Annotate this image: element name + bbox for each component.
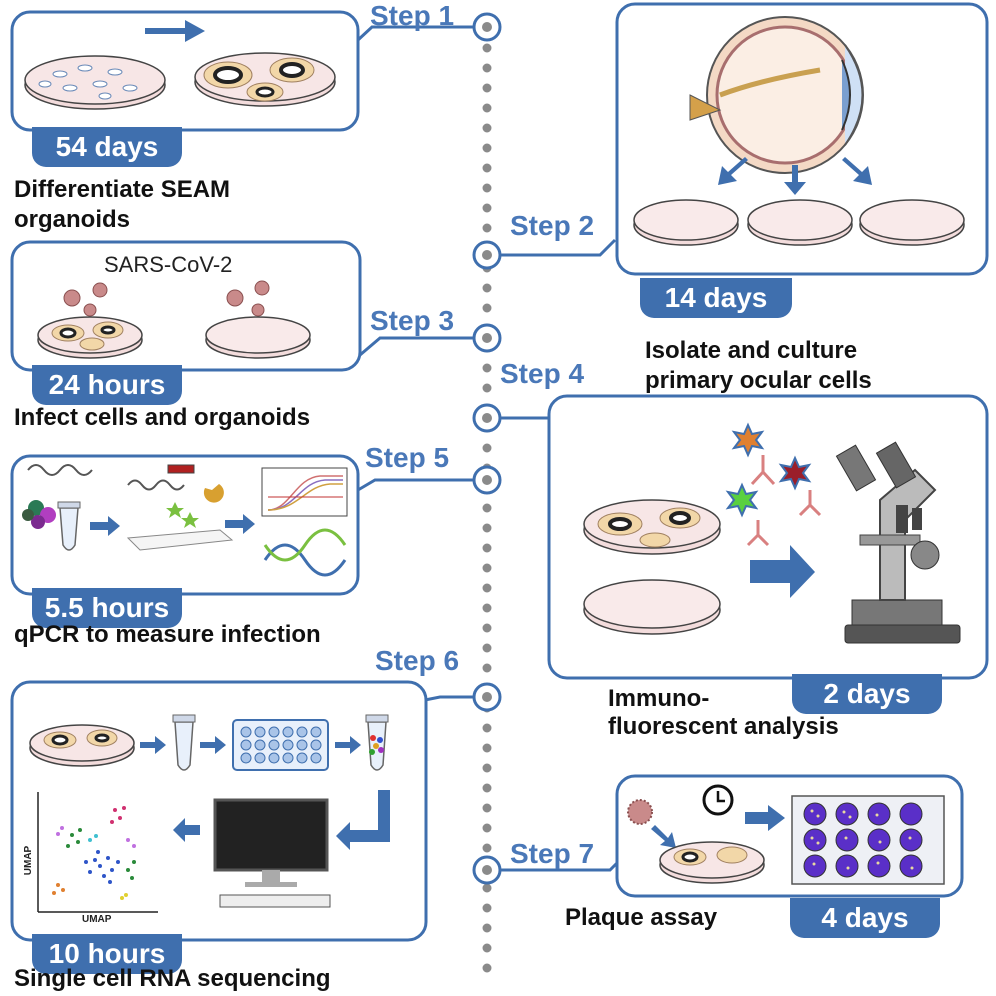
virus-label: SARS-CoV-2 xyxy=(104,252,233,277)
plaque-plate xyxy=(791,795,945,885)
computer-monitor-icon xyxy=(213,798,331,908)
rna-strand xyxy=(27,464,93,476)
tube-icon-2 xyxy=(172,714,196,771)
tube-icon xyxy=(57,501,81,551)
duration-tag-step1: 54 days xyxy=(32,127,182,167)
tube-icon-3 xyxy=(365,714,389,771)
umap-plot xyxy=(37,792,158,913)
virus-icon xyxy=(627,799,653,825)
step-3-label: Step 3 xyxy=(370,305,455,336)
step-1-label: Step 1 xyxy=(370,0,455,31)
microscope-icon xyxy=(835,441,961,644)
duration-tag-step6: 10 hours xyxy=(32,934,182,974)
step-2-label: Step 2 xyxy=(510,210,595,241)
step2-description-line2: primary ocular cells xyxy=(645,367,872,394)
step-4-label: Step 4 xyxy=(500,358,585,389)
step6-description: Single cell RNA sequencing xyxy=(14,965,331,992)
dna-helix-icon xyxy=(263,528,347,577)
eye-arrows xyxy=(718,157,872,195)
seq-dish xyxy=(29,724,135,767)
step1-arrow xyxy=(145,20,205,42)
step-7-label: Step 7 xyxy=(510,838,595,869)
step5-description: qPCR to measure infection xyxy=(14,621,321,648)
step4-description-line1: Immuno- xyxy=(608,685,710,712)
petri-dish-organoids xyxy=(194,52,336,107)
umap-clusters xyxy=(52,806,136,900)
step3-description: Infect cells and organoids xyxy=(14,404,311,431)
virus-particles xyxy=(63,280,270,317)
step-6-label: Step 6 xyxy=(375,645,460,676)
duration-tag-step3: 24 hours xyxy=(32,365,182,405)
qpcr-curve-chart xyxy=(261,467,348,517)
infected-dish xyxy=(37,316,143,359)
plaque-dish xyxy=(659,841,765,884)
petri-dish-empty xyxy=(24,55,166,110)
fluorophores xyxy=(725,422,812,518)
step-5-label: Step 5 xyxy=(365,442,450,473)
if-arrow xyxy=(750,545,815,598)
duration-tag-step5: 5.5 hours xyxy=(32,588,182,628)
duration-tag-step4: 2 days xyxy=(792,674,942,714)
step1-description-line2: organoids xyxy=(14,206,131,233)
well-plate-icon xyxy=(232,719,329,771)
bent-arrow xyxy=(336,790,390,850)
step4-description-line2: fluorescent analysis xyxy=(608,713,839,740)
clock-icon xyxy=(702,784,734,816)
if-dishes xyxy=(583,499,721,635)
umap-x-axis-label: UMAP xyxy=(82,914,112,925)
duration-tag-step7: 4 days xyxy=(790,898,940,938)
antibodies xyxy=(746,455,822,547)
step7-description: Plaque assay xyxy=(565,904,718,931)
step1-description-line1: Differentiate SEAM xyxy=(14,176,231,203)
duration-tag-step2: 14 days xyxy=(640,278,792,318)
umap-y-axis-label: UMAP xyxy=(23,845,35,876)
infected-cell-dish xyxy=(205,316,311,359)
protein-cluster xyxy=(22,500,56,529)
eye-illustration xyxy=(689,16,864,174)
step2-description-line1: Isolate and culture xyxy=(645,337,858,364)
ocular-dishes xyxy=(633,199,965,246)
